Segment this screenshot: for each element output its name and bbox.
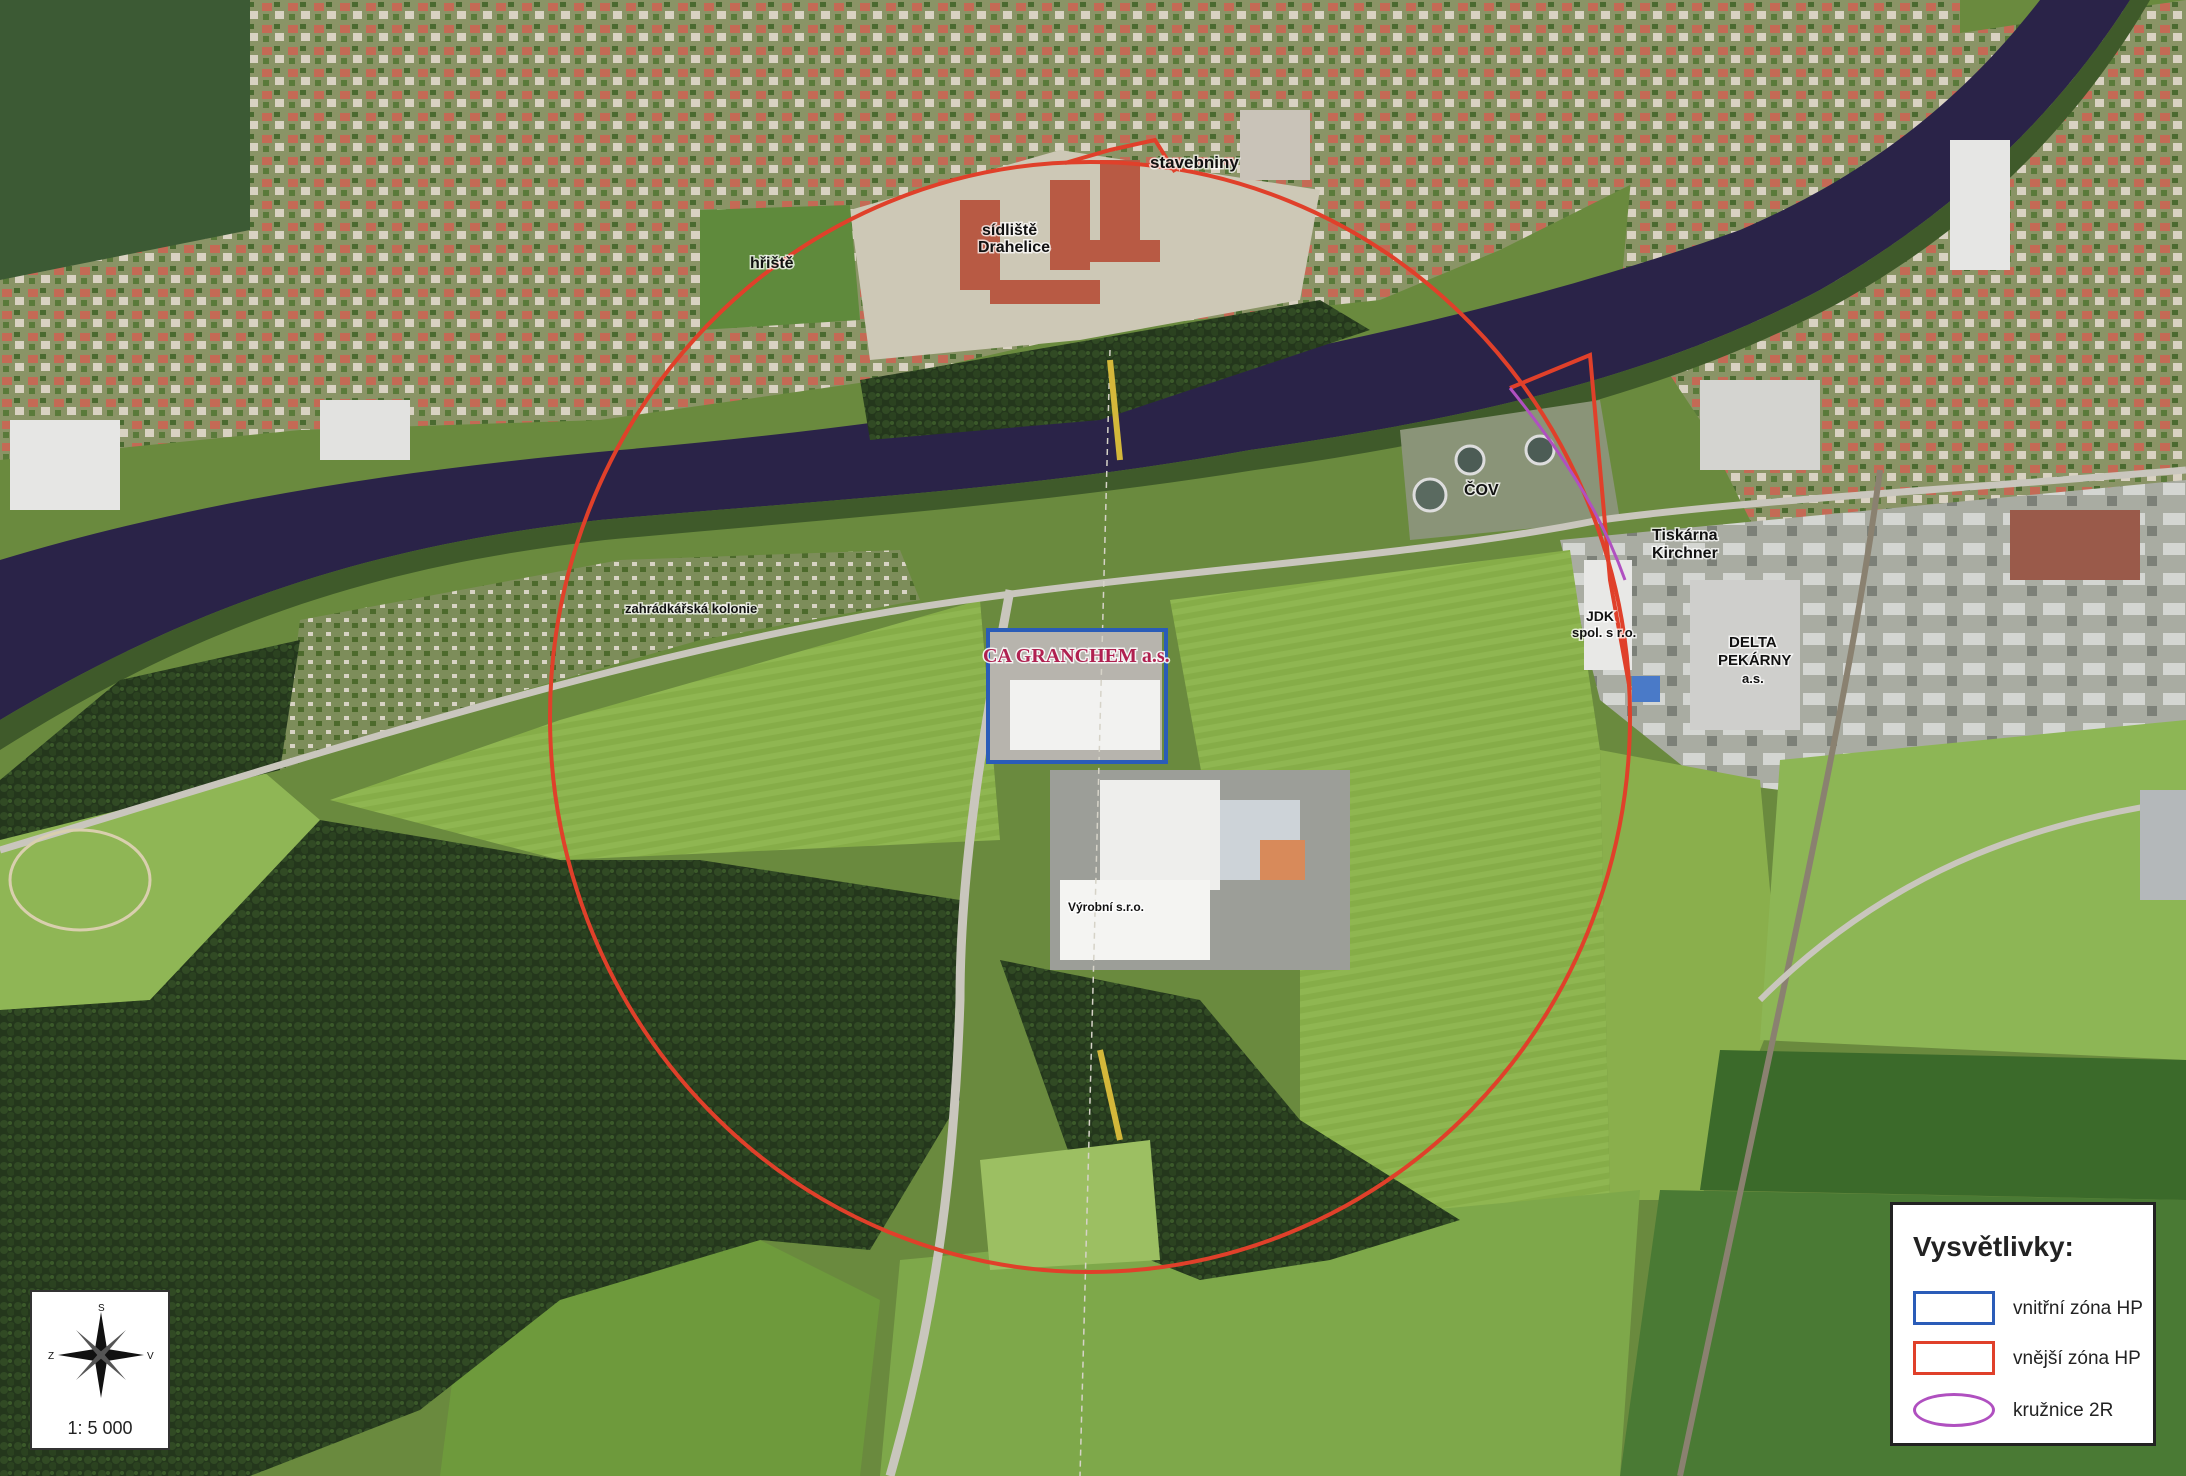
label-kirchner: Kirchner <box>1652 545 1718 562</box>
outer-zone-north-extension <box>1064 137 1177 174</box>
legend-title: Vysvětlivky: <box>1913 1231 2074 1262</box>
stavebniny-building <box>1240 110 1310 180</box>
hall-northeast <box>1950 140 2010 270</box>
cov-plant <box>1400 400 1620 540</box>
legend-label: vnitřní zóna HP <box>2013 1298 2143 1319</box>
garden-colony <box>280 550 920 770</box>
scale-text: 1: 5 000 <box>67 1418 133 1438</box>
inner-zone-boundary <box>986 628 1168 764</box>
scale-box: S Z V 1: 5 000 <box>30 1290 170 1450</box>
pipeline-south <box>1097 1049 1123 1141</box>
label-as: a.s. <box>1742 671 1764 686</box>
outer-zone-east-extension <box>1509 352 1632 691</box>
kruznice-2r-arc <box>1508 387 1627 581</box>
label-jdk: JDK <box>1586 608 1614 624</box>
compass-east: V <box>147 1351 154 1362</box>
legend-swatch-red <box>1913 1341 1995 1375</box>
outer-zone-circle <box>548 160 1632 1274</box>
vyrobni-building-2 <box>1060 880 1210 960</box>
label-hriste: hřiště <box>750 255 794 272</box>
delta-building <box>1690 580 1800 730</box>
pipeline-north <box>1107 359 1123 461</box>
legend: Vysvětlivky: vnitřní zóna HP vnější zóna… <box>1890 1202 2156 1446</box>
label-vyrobni: Výrobní s.r.o. <box>1068 900 1144 914</box>
railway <box>1677 469 1883 1476</box>
granchem-building <box>1010 680 1160 750</box>
field-northwest <box>0 0 250 290</box>
sidliste-block-4 <box>990 280 1100 304</box>
label-jdk-spol: spol. s r.o. <box>1572 625 1636 640</box>
hall-west <box>320 400 410 460</box>
field-far-east <box>1760 720 2186 1060</box>
label-company: CA GRANCHEM a.s. <box>983 645 1170 667</box>
legend-swatch-blue <box>1913 1291 1995 1325</box>
field-center-right <box>1170 550 1610 1220</box>
label-stavebniny: stavebniny <box>1150 153 1239 172</box>
road-east <box>1757 797 2186 1003</box>
forest-strip-north <box>860 300 1370 440</box>
forest-strip-west <box>0 640 300 840</box>
legend-swatch-purple-circle <box>1913 1393 1995 1427</box>
sidliste-block-1 <box>960 200 1000 290</box>
field-center-left <box>330 600 1000 860</box>
sidliste-block-3 <box>1100 160 1140 250</box>
forest-main <box>0 820 960 1476</box>
pool <box>1632 676 1660 702</box>
field-far-east-dark <box>1700 1050 2186 1200</box>
sports-ground <box>8 828 152 932</box>
compass-north: S <box>98 1303 105 1314</box>
power-line <box>1079 349 1111 1476</box>
cov-tank-2 <box>1454 444 1486 476</box>
legend-label: vnější zóna HP <box>2013 1348 2141 1369</box>
hall-northwest <box>10 420 120 510</box>
cov-tank-1 <box>1412 477 1448 513</box>
label-drahelice: Drahelice <box>978 239 1050 256</box>
vyrobni-building-4 <box>1260 840 1305 880</box>
compass-icon: S Z V <box>48 1303 154 1398</box>
road-riverside <box>0 466 2186 854</box>
label-tiskarna: Tiskárna <box>1652 527 1718 544</box>
legend-label: kružnice 2R <box>2013 1400 2114 1421</box>
hall-far-east <box>2140 790 2186 900</box>
sidliste-block-5 <box>1080 240 1160 262</box>
legend-item-circle-2r: kružnice 2R <box>1913 1393 2153 1431</box>
label-delta: DELTA <box>1729 634 1777 651</box>
legend-item-outer-zone: vnější zóna HP <box>1913 1341 2153 1379</box>
field-south-small <box>980 1140 1160 1270</box>
cov-tank-3 <box>1524 434 1556 466</box>
label-zahradkarska: zahrádkářská kolonie <box>625 601 757 616</box>
tiskarna-building <box>1700 380 1820 470</box>
label-sidliste: sídliště <box>982 222 1037 239</box>
legend-item-inner-zone: vnitřní zóna HP <box>1913 1291 2153 1329</box>
hall-east <box>2010 510 2140 580</box>
vyrobni-building-1 <box>1100 780 1220 890</box>
label-cov: ČOV <box>1464 480 1499 499</box>
label-pekarny: PEKÁRNY <box>1718 652 1791 669</box>
compass-west: Z <box>48 1351 54 1362</box>
